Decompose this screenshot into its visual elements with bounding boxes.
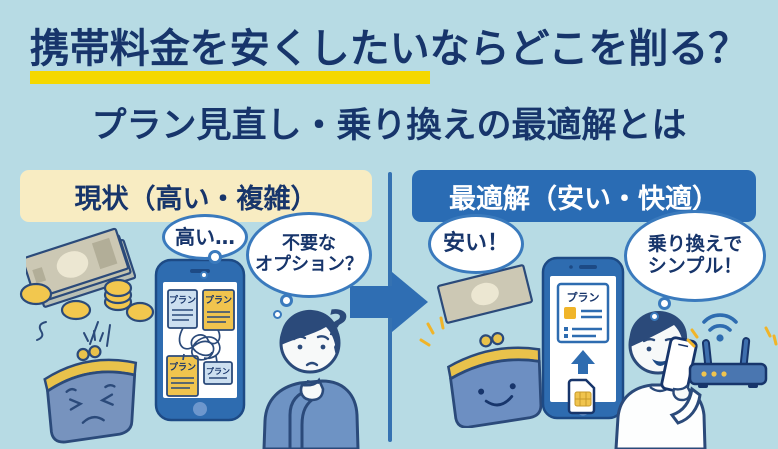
happy-person-illustration	[614, 310, 707, 449]
thought-bubble-switch-line2: シンプル！	[647, 255, 743, 277]
thought-bubble-options-line2: オプション？	[255, 254, 363, 275]
thought-bubble-options: 不要な オプション？	[246, 212, 372, 298]
thought-bubble-tail	[658, 297, 671, 310]
thought-bubble-expensive-text: 高い…	[175, 224, 235, 249]
title-rest-text: ならどこを削る？	[429, 26, 749, 72]
thought-bubble-options-line1: 不要な	[282, 233, 336, 255]
left-panel-header: 現状（高い・複雑）	[20, 170, 372, 222]
coins-icon	[19, 278, 155, 347]
thought-bubble-switch: 乗り換えで シンプル！	[624, 210, 766, 302]
transition-arrow-icon	[350, 272, 428, 332]
speech-bubble-cheap: 安い！	[428, 214, 524, 274]
thought-bubble-tail	[273, 310, 282, 319]
title-highlighted-text: 携帯料金を安くしたい	[29, 27, 430, 85]
thought-bubble-tail	[280, 294, 293, 307]
thought-bubble-switch-line1: 乗り換えで	[647, 233, 743, 256]
sparkle-icon	[419, 316, 445, 347]
plan-card-label: プラン	[206, 366, 230, 376]
plan-card-label: プラン	[169, 361, 196, 373]
thought-bubble-expensive: 高い…	[162, 214, 248, 260]
sad-wallet-icon	[43, 330, 138, 444]
thought-bubble-tail	[650, 312, 659, 321]
page-title: 携帯料金を安くしたいならどこを削る？	[0, 26, 778, 85]
page-subtitle: プラン見直し・乗り換えの最適解とは	[91, 106, 687, 146]
banknote-icon	[437, 264, 533, 324]
plan-card-label: プラン	[205, 294, 232, 306]
speech-bubble-cheap-text: 安い！	[442, 231, 509, 257]
complex-phone-icon: プラン プラン プラン プラン	[154, 258, 246, 422]
simple-phone-icon: プラン	[541, 256, 625, 420]
happy-wallet-icon	[446, 331, 543, 428]
thought-bubble-tail	[200, 271, 208, 279]
wifi-router-icon	[686, 313, 778, 388]
plan-card-label: プラン	[567, 290, 600, 304]
thinking-person-illustration	[262, 309, 360, 449]
plan-card-label: プラン	[169, 294, 196, 306]
thought-bubble-tail	[208, 250, 222, 264]
